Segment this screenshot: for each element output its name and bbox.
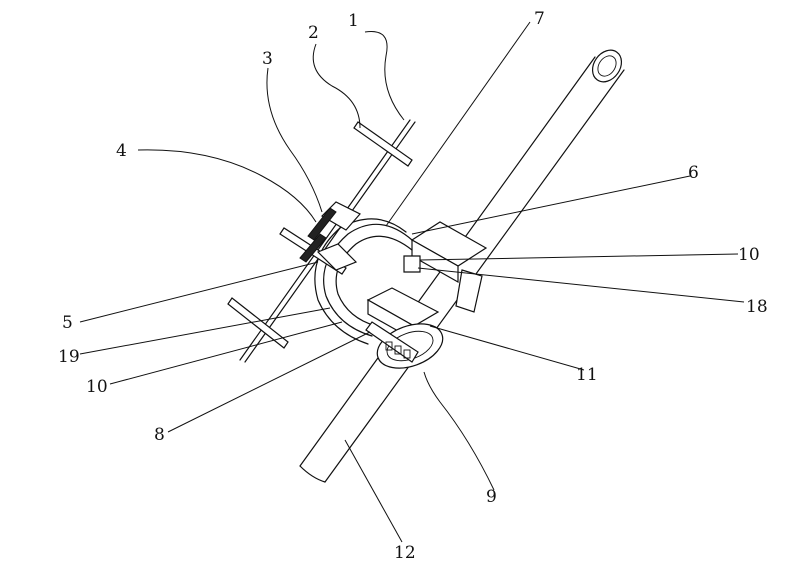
label-12: 12 xyxy=(394,543,416,563)
label-9: 9 xyxy=(486,487,497,507)
label-18: 18 xyxy=(746,297,768,317)
label-10-upper: 10 xyxy=(738,245,760,265)
label-2: 2 xyxy=(308,23,319,43)
label-6: 6 xyxy=(688,163,699,183)
leader-lines xyxy=(79,21,745,543)
label-4: 4 xyxy=(116,141,127,161)
wheel-assembly xyxy=(365,321,444,369)
upper-bracket xyxy=(403,221,488,313)
label-10-lower: 10 xyxy=(86,377,108,397)
part-labels: 1 2 3 4 5 6 7 8 9 19 10 10 18 11 12 xyxy=(58,9,768,563)
label-19: 19 xyxy=(58,347,80,367)
label-3: 3 xyxy=(262,49,273,69)
label-5: 5 xyxy=(62,313,73,333)
label-11: 11 xyxy=(576,365,598,385)
label-7: 7 xyxy=(534,9,545,29)
label-1: 1 xyxy=(348,11,359,31)
label-8: 8 xyxy=(154,425,165,445)
cross-rod xyxy=(227,119,416,363)
